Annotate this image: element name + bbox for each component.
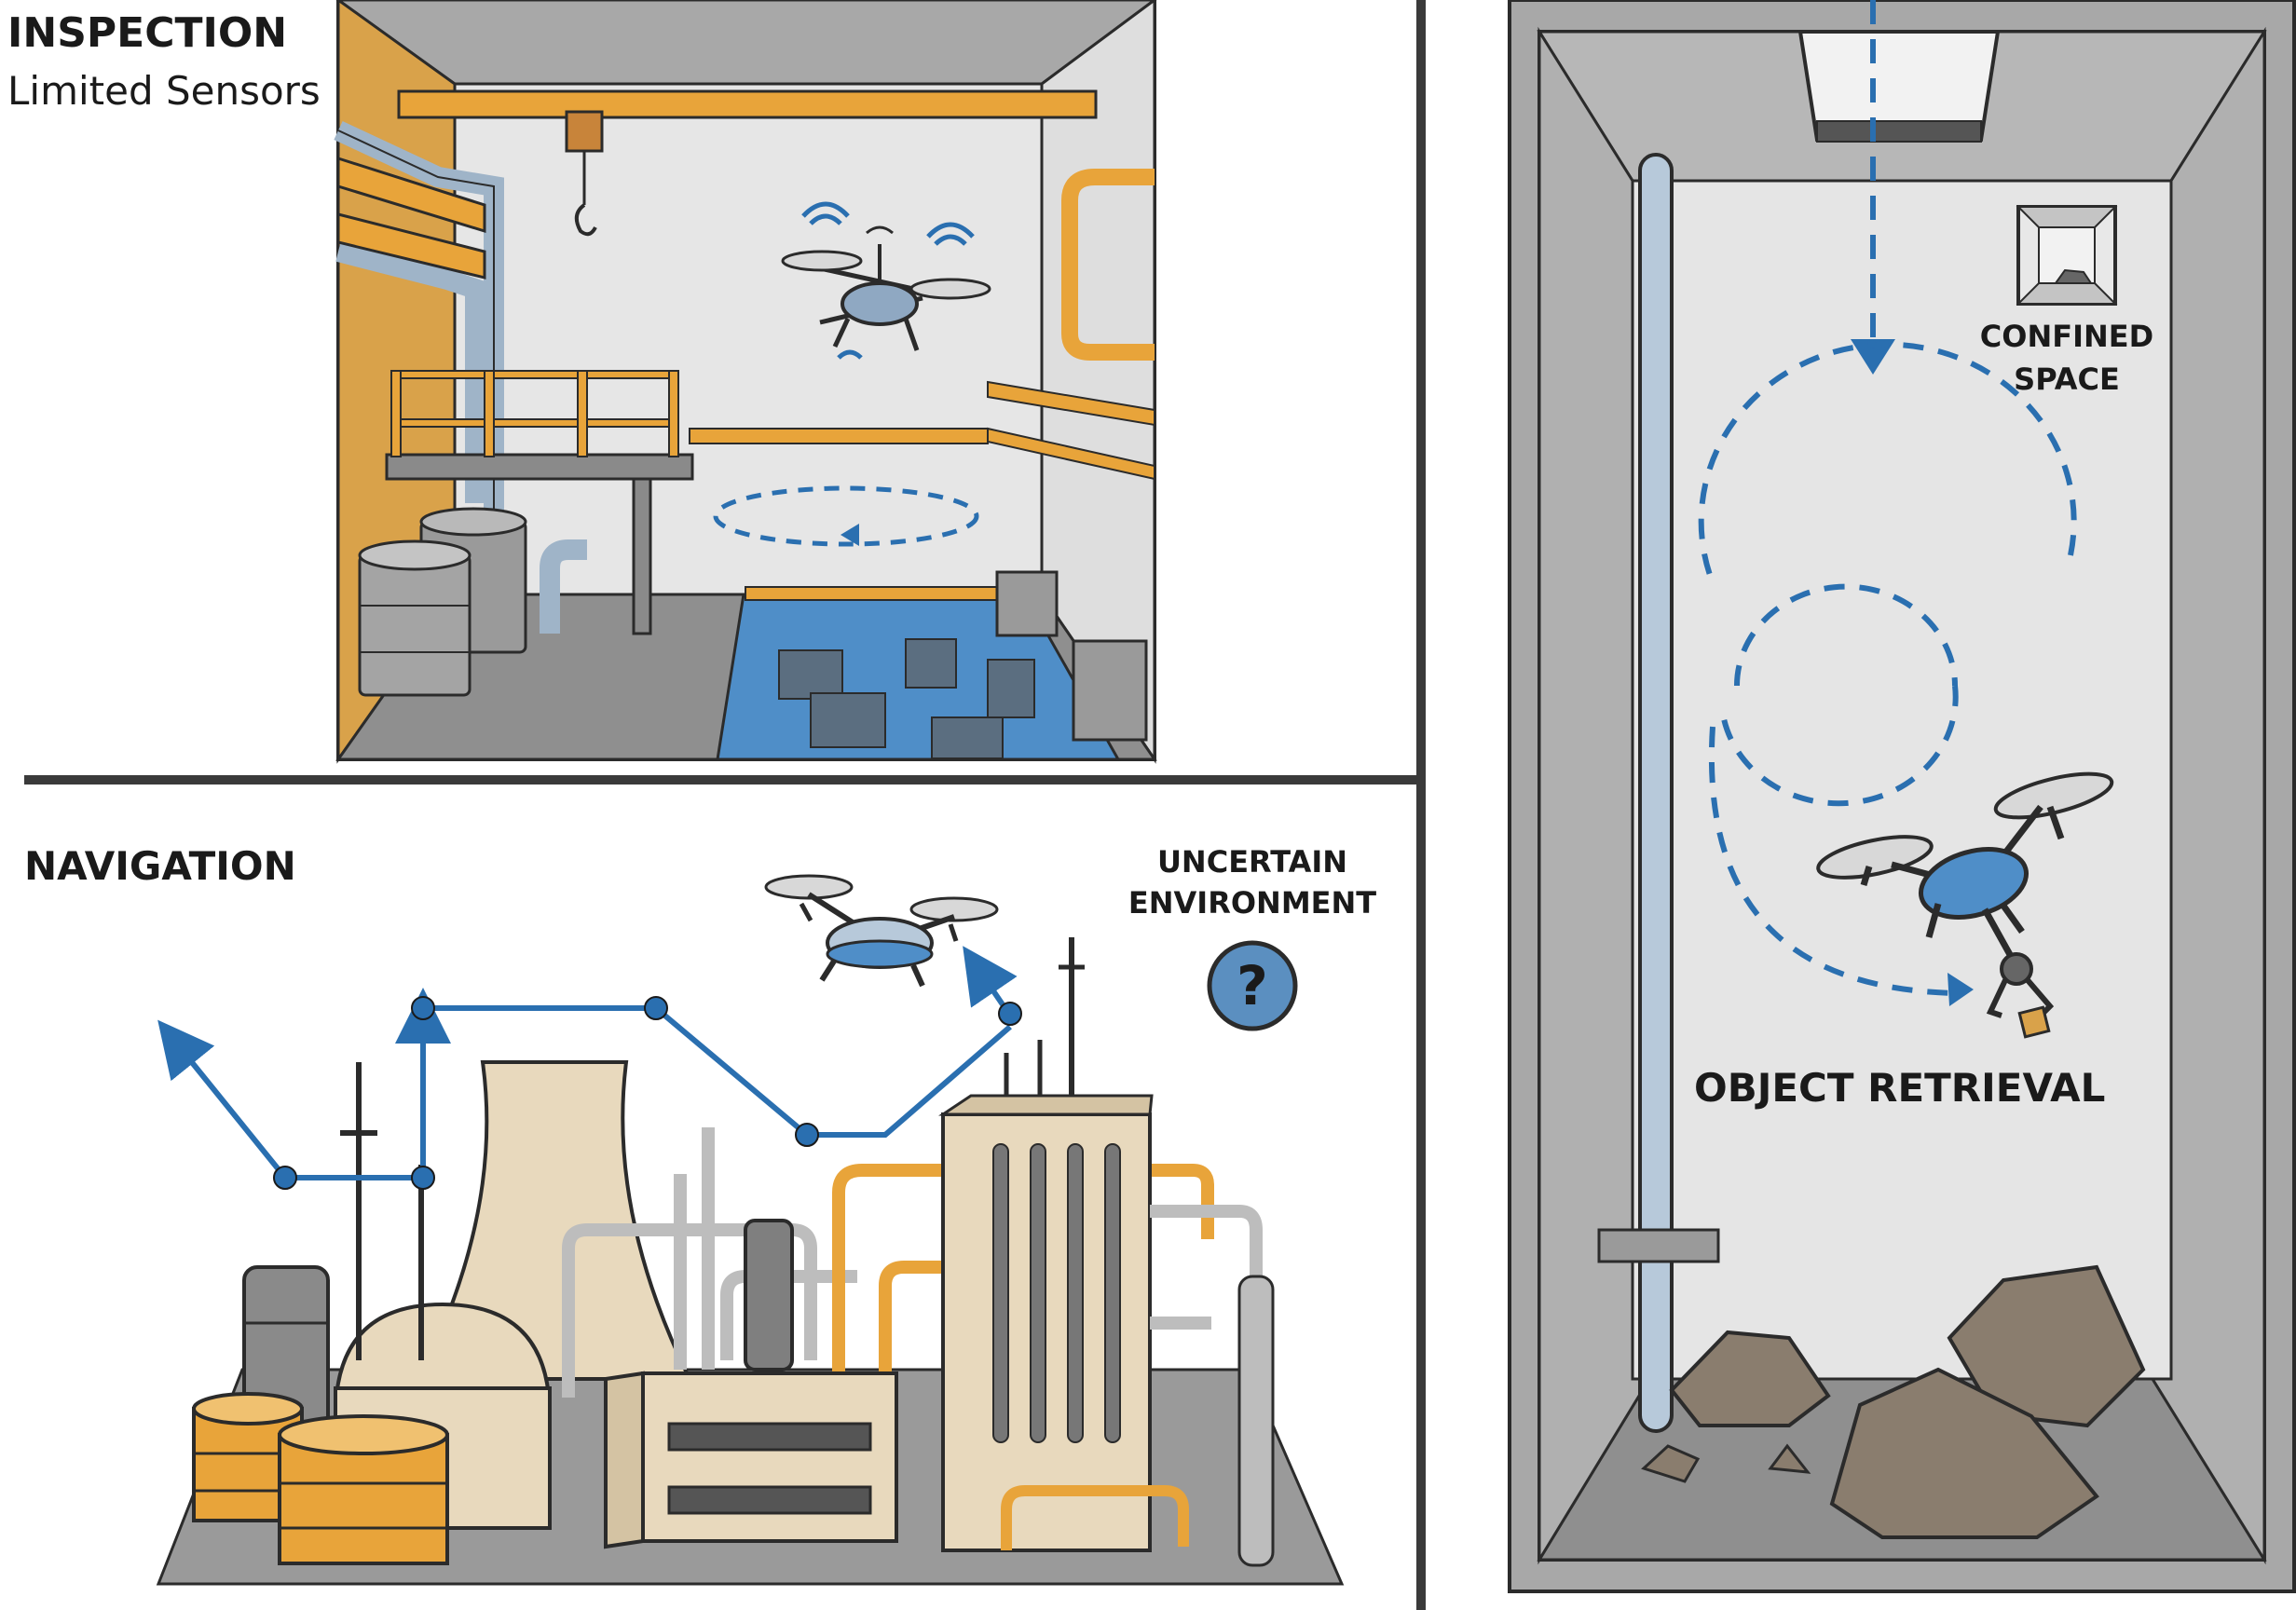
inspection-title: INSPECTION	[7, 9, 287, 57]
retrieval-drone-icon	[1816, 771, 2114, 1039]
navigation-panel	[156, 937, 1345, 1586]
inspection-drone-icon	[781, 201, 991, 360]
object-retrieval-title: OBJECT RETRIEVAL	[1694, 1065, 2105, 1111]
inspection-panel	[334, 0, 1157, 764]
panel-dividers	[24, 0, 1426, 1610]
confined-label-line1: CONFINED	[1980, 319, 2153, 354]
question-mark-icon: ?	[1207, 940, 1298, 1031]
confined-label-line2: SPACE	[2014, 362, 2120, 397]
uncertain-label-line2: ENVIRONMENT	[1128, 885, 1376, 921]
uncertain-label-line1: UNCERTAIN	[1157, 844, 1347, 880]
navigation-path	[157, 946, 1022, 1190]
navigation-title: NAVIGATION	[24, 843, 296, 889]
inspection-subtitle: Limited Sensors	[7, 68, 321, 114]
question-mark-glyph: ?	[1237, 954, 1268, 1017]
retrieval-panel	[1508, 0, 2296, 1593]
navigation-drone-icon	[764, 874, 999, 988]
